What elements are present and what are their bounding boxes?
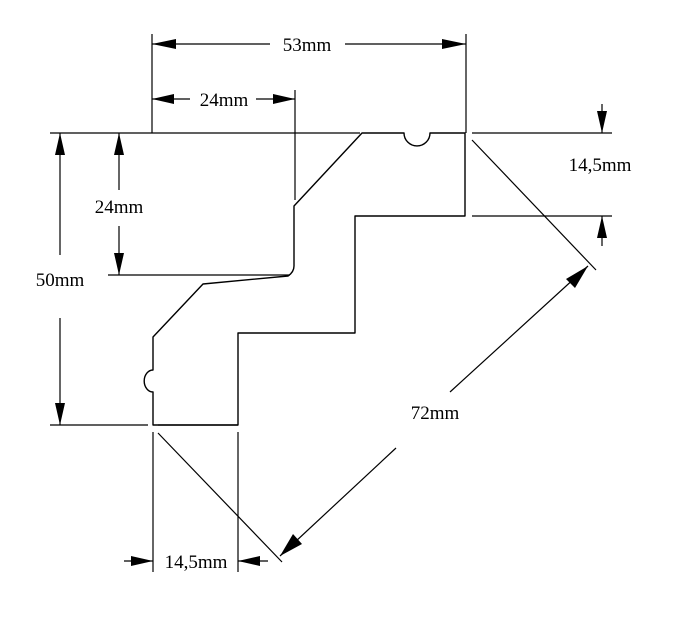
dimension-53mm: 53mm	[151, 34, 467, 133]
label-50mm: 50mm	[36, 270, 85, 291]
profile-outline	[143, 132, 466, 426]
dimension-24mm-vertical: 24mm	[95, 133, 290, 276]
dimension-14-5mm-bottom: 14,5mm	[124, 432, 268, 573]
label-72mm: 72mm	[411, 403, 460, 424]
dimension-14-5mm-top: 14,5mm	[472, 104, 632, 246]
label-24mm-horizontal: 24mm	[200, 90, 249, 111]
label-53mm: 53mm	[283, 35, 332, 56]
dimension-24mm-horizontal: 24mm	[152, 90, 296, 200]
label-24mm-vertical: 24mm	[95, 197, 144, 218]
dimension-72mm: 72mm	[157, 139, 597, 563]
dimension-50mm: 50mm	[36, 133, 238, 426]
label-14-5mm-bottom: 14,5mm	[165, 552, 228, 573]
label-14-5mm-top: 14,5mm	[569, 155, 632, 176]
